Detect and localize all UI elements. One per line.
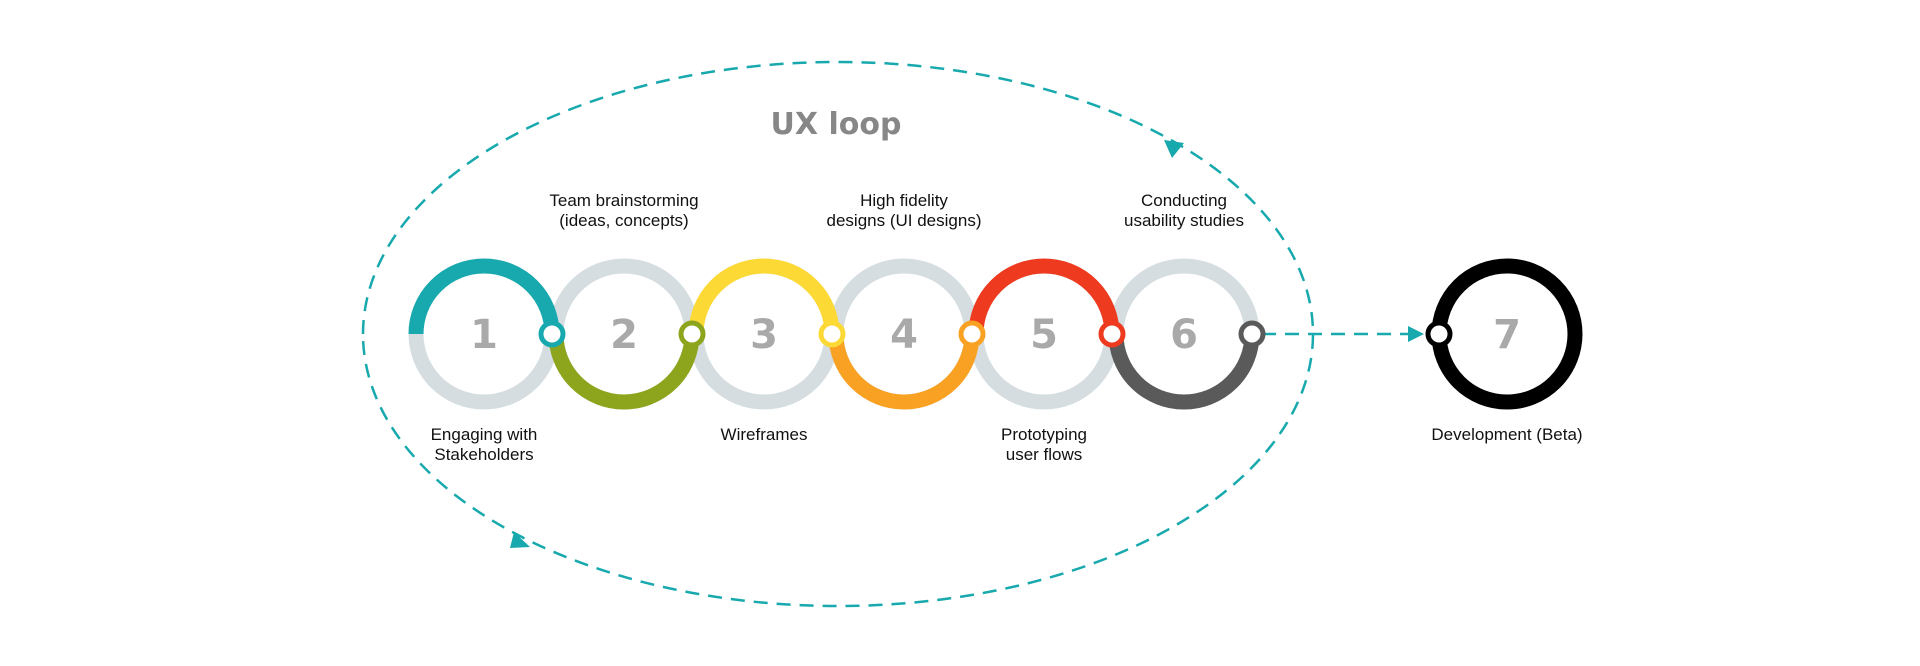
ux-loop: UX loop (361, 60, 1315, 608)
step-3-arc (688, 258, 840, 335)
step-2-label-line: Team brainstorming (549, 191, 698, 210)
step-5-number: 5 (1030, 312, 1058, 358)
step-1-arc (408, 258, 560, 335)
step-6-arc (1108, 333, 1260, 410)
step-5-arc (968, 258, 1120, 335)
step-5-label-line: Prototyping (1001, 425, 1087, 444)
step-1-label-line: Engaging with (431, 425, 538, 444)
step-2-label-line: (ideas, concepts) (559, 211, 688, 230)
step-6-label-line: Conducting (1141, 191, 1227, 210)
step-1-label-line: Stakeholders (434, 445, 533, 464)
step-3-label-line: Wireframes (721, 425, 808, 444)
step-3-number: 3 (750, 312, 778, 358)
ux-loop-title: UX loop (771, 107, 902, 142)
step-3-junction-node (818, 320, 846, 348)
step-4-label-line: High fidelity (860, 191, 948, 210)
connector-arrow-icon (1408, 326, 1424, 342)
step-nodes (538, 320, 1453, 348)
step-4-number: 4 (890, 312, 918, 358)
step-5-junction-node (1098, 320, 1126, 348)
step-4-label-line: designs (UI designs) (827, 211, 982, 230)
loop-arrow-icon (510, 532, 530, 548)
loop-arrow-icon (1164, 140, 1184, 158)
step-4-junction-node (958, 320, 986, 348)
step-2-arc (548, 333, 700, 410)
step-7-number: 7 (1493, 312, 1521, 358)
ux-loop-dashed-path (361, 60, 1315, 608)
step-6-number: 6 (1170, 312, 1198, 358)
step-2-number: 2 (610, 312, 638, 358)
step-1-number: 1 (470, 312, 498, 358)
step-4-arc (828, 333, 980, 410)
loop-to-development-connector (1262, 326, 1424, 342)
step-6-junction-node (1238, 320, 1266, 348)
step-arcs (408, 258, 1583, 410)
step-1-junction-node (538, 320, 566, 348)
step-7-label-line: Development (Beta) (1431, 425, 1582, 444)
step-6-label-line: usability studies (1124, 211, 1244, 230)
step-7-junction-node (1425, 320, 1453, 348)
step-5-label-line: user flows (1006, 445, 1083, 464)
step-2-junction-node (678, 320, 706, 348)
